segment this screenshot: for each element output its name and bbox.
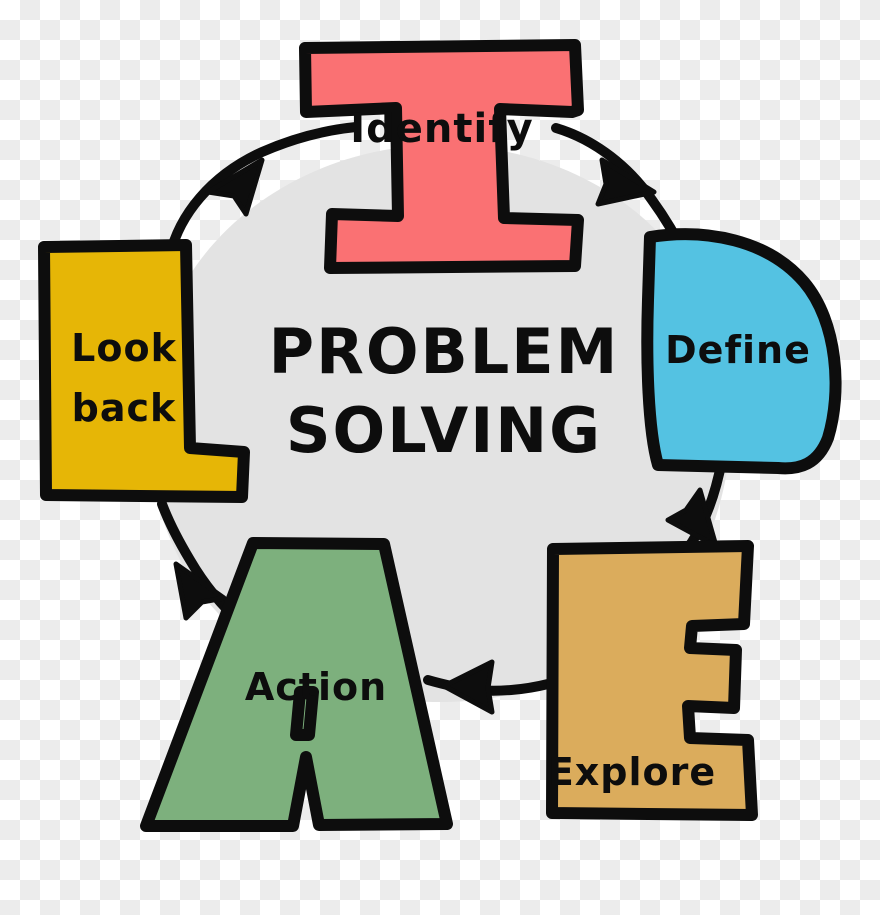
step-action-shape[interactable]	[140, 537, 453, 832]
step-define-label: Define	[665, 328, 811, 372]
step-identify-shape[interactable]	[299, 39, 584, 274]
arrow-explore-to-action	[423, 659, 553, 715]
center-title-line1: PROBLEM	[269, 315, 620, 388]
step-look-back[interactable]: Look back	[38, 239, 250, 503]
step-identify-label: Identify	[350, 106, 533, 152]
step-action-label: Action	[245, 665, 387, 709]
step-define[interactable]: Define	[641, 228, 842, 475]
step-explore-shape[interactable]	[546, 540, 758, 821]
center-title-line2: SOLVING	[286, 394, 602, 467]
step-identify[interactable]: Identify	[299, 39, 584, 274]
step-define-shape[interactable]	[641, 228, 842, 475]
step-look-back-shape[interactable]	[38, 239, 250, 503]
step-action[interactable]: Action	[140, 537, 453, 832]
arrow-look-back-to-identify	[163, 122, 361, 270]
center-title: PROBLEM SOLVING	[269, 315, 620, 467]
step-explore-label: Explore	[548, 750, 716, 794]
step-look-back-label-line2: back	[72, 386, 177, 430]
step-explore[interactable]: Explore	[546, 540, 758, 821]
step-look-back-label-line1: Look	[71, 326, 177, 370]
